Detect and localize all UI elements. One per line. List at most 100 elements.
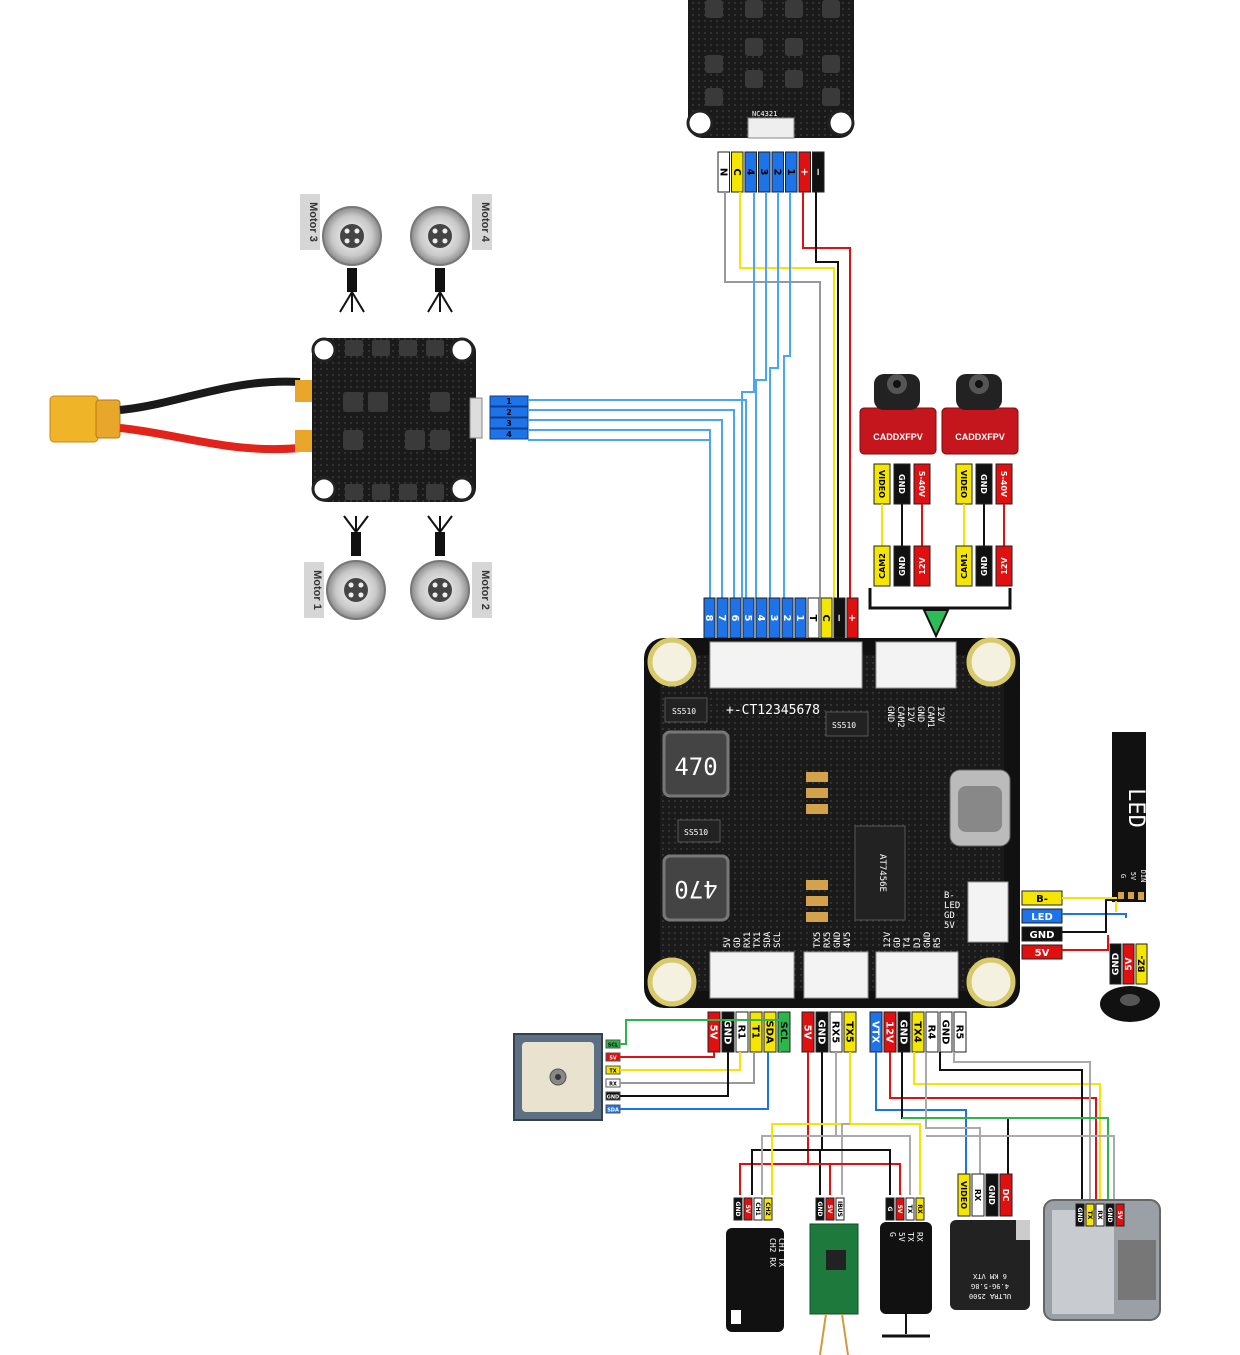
chip-ss510-2: SS510 — [684, 828, 708, 837]
left-esc-pin-label: 4 — [506, 430, 512, 439]
led-pad-2 — [1138, 892, 1144, 900]
led-pin-label: DIN — [1139, 870, 1147, 883]
xt60-battery-connector — [49, 395, 121, 443]
vtx-silk: ULTRA 2500 — [969, 1292, 1011, 1300]
camera-fc-pin-2 — [995, 545, 1013, 587]
fc-top-pin-label: 1 — [794, 615, 805, 622]
fc-bottom-mid-pin-label: RX5 — [830, 1021, 841, 1043]
fc-bottom-left-pin-label: R1 — [736, 1025, 747, 1040]
fc-silk-top: +-CT12345678 — [726, 703, 820, 718]
chip-osd: AT7456E — [877, 854, 887, 892]
camera-fc-pin-label: 12V — [918, 557, 927, 575]
motor-3: Motor 1 — [304, 515, 386, 620]
vtx-pin-0 — [957, 1173, 971, 1217]
top-esc-board: NC4321 — [686, 0, 855, 139]
fc-silk-label: GND — [923, 932, 933, 948]
fc-silk-label: CAM2 — [895, 706, 905, 728]
fc-bottom-mid-pin-label: 5V — [802, 1025, 813, 1040]
camera-fc-pin-label: CAM2 — [878, 553, 887, 579]
fc-silk-label: GND — [915, 706, 925, 722]
left-esc-board — [295, 337, 483, 502]
fc-silk-label: GD — [733, 937, 743, 948]
device-pin-label: CH2 — [764, 1202, 771, 1216]
led-strip: LED — [1112, 732, 1148, 902]
fc-silk-label: CAM1 — [925, 706, 935, 728]
rxAPins-pin-1 — [743, 1197, 753, 1221]
fc-silk-side: LED — [944, 901, 960, 911]
fc-bottom-right-pin-label: R5 — [954, 1025, 965, 1040]
device-pin-label: GND — [816, 1202, 823, 1217]
motor-label-bg — [472, 194, 492, 250]
fc-silk-side: 5V — [944, 921, 955, 931]
fc-silk-side: GD — [944, 911, 955, 921]
esc-top-pin-2 — [744, 151, 757, 193]
device-pin-label: TX — [906, 1205, 913, 1214]
vtx-pin-1 — [971, 1173, 985, 1217]
device-silk: 5V — [786, 1238, 795, 1248]
device-pin-label: G — [886, 1207, 893, 1212]
device-pin-label: CH1 — [754, 1202, 761, 1216]
led-strip-label: LED — [1123, 788, 1148, 828]
left-esc-pin-3 — [489, 428, 529, 440]
buzzer-pin-label: 5V — [1125, 957, 1135, 970]
receiver-a — [726, 1228, 784, 1332]
vtx-pin-label: VIDEO — [959, 1181, 968, 1209]
fc-top-pin-label: C — [820, 614, 831, 621]
battery-wire-black — [119, 377, 301, 414]
fc-bottom-left-pin-4 — [763, 1011, 777, 1053]
esc-top-pin-label: + — [798, 168, 809, 176]
rxCPins-pin-3 — [915, 1197, 925, 1221]
device-silk: RX — [915, 1232, 924, 1242]
led-pad-1 — [1128, 892, 1134, 900]
device-silk: G — [888, 1232, 897, 1237]
fc-silk-label: 12V — [935, 706, 945, 723]
vtx-pin-label: GND — [987, 1185, 996, 1205]
buzzer-pin-2 — [1135, 943, 1148, 985]
camera-pin-label: 5-40V — [999, 471, 1008, 498]
esc-top-pin-6 — [798, 151, 811, 193]
motor-label-bg — [304, 562, 324, 618]
fc-silk-label: T4 — [903, 937, 913, 948]
fc-top-pin-label: T — [807, 615, 818, 622]
device-pin-label: 5V — [826, 1205, 833, 1214]
camera-fc-pin-0 — [873, 545, 891, 587]
fc-bottom-mid-pin-label: TX5 — [844, 1021, 855, 1043]
device-pin-label: 5V — [896, 1205, 903, 1214]
fc-top-pin-label: 6 — [729, 615, 740, 622]
camera-fc-pin-1 — [893, 545, 911, 587]
airPins-pin-4 — [1115, 1203, 1125, 1227]
fc-bottom-right-pin-label: TX4 — [912, 1021, 923, 1043]
side-pin-label: 5V — [1035, 948, 1050, 959]
side-pin-2 — [1021, 926, 1063, 942]
fc-silk-label: 4V5 — [843, 932, 853, 948]
gps-pin-label: 5V — [609, 1056, 616, 1062]
fc-silk-label: 12V — [883, 931, 893, 948]
fc-bottom-left-pin-label: GND — [722, 1020, 733, 1045]
motor-1: Motor 3 — [300, 194, 382, 313]
esc-top-pin-label: 4 — [744, 169, 755, 176]
led-pad-0 — [1118, 892, 1124, 900]
device-pin-label: GND — [1106, 1208, 1113, 1223]
esc-top-pin-7 — [812, 151, 825, 193]
fc-top-pin-label: 4 — [755, 615, 766, 622]
device-pin-label: RX — [1096, 1210, 1103, 1220]
esc-top-pin-label: N — [717, 168, 728, 176]
fc-silk-label: R5 — [933, 937, 943, 948]
motor-label-bg — [300, 194, 320, 250]
gps-module — [513, 1033, 603, 1121]
motor-label: Motor 4 — [479, 202, 491, 243]
fc-top-pin-label: − — [833, 614, 844, 622]
buzzer-pin-label: GND — [1112, 953, 1122, 975]
left-esc-pin-1 — [489, 406, 529, 418]
side-pin-label: LED — [1031, 912, 1053, 923]
right-side-wires — [1062, 897, 1134, 951]
airPins-pin-2 — [1095, 1203, 1105, 1227]
fc-bottom-right-pin-label: VTX — [870, 1021, 881, 1044]
side-pin-3 — [1021, 944, 1063, 960]
rxCPins-pin-1 — [895, 1197, 905, 1221]
fc-bottom-mid-pin-label: GND — [816, 1020, 827, 1045]
